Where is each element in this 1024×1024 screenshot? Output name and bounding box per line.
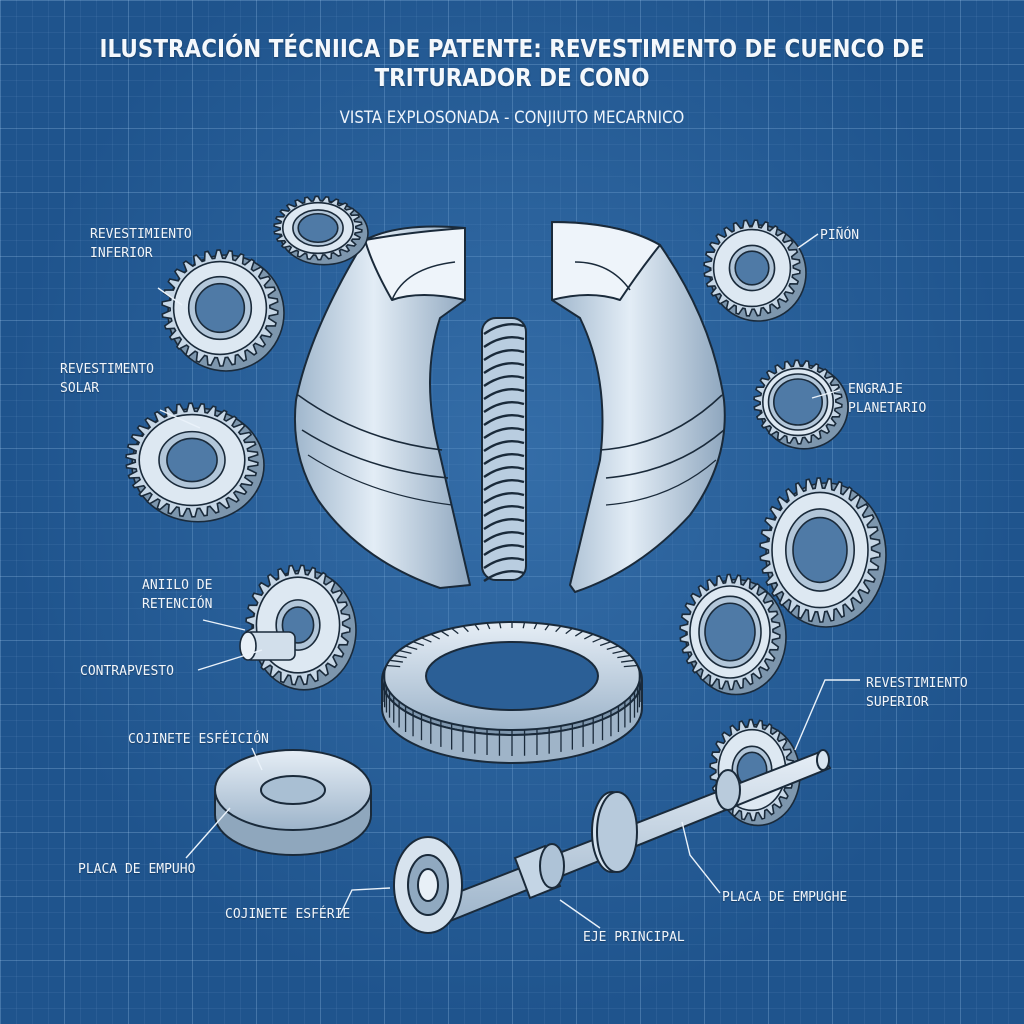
label-contrapvesto: CONTRAPVESTO (80, 664, 174, 679)
leader-engraje-planetario (811, 389, 841, 399)
label-eje-principal: EJE PRINCIPAL (583, 930, 685, 945)
leader-eje-principal (559, 899, 601, 929)
label-cojinete-esfeicion: COJINETE ESFÉICIÓN (128, 732, 269, 747)
leader-placa-empughe (681, 821, 721, 894)
label-engraje-planetario: ENGRAJE PLANETARIO (848, 382, 927, 416)
gear-large-right (759, 477, 887, 628)
ring-gear (381, 621, 643, 764)
label-anillo-retencion: ANIILO DE RETENCIÓN (142, 578, 213, 612)
label-pinon: PIÑÓN (820, 228, 860, 243)
leader-revestimiento-superior (794, 679, 860, 751)
gear-medium-right (679, 573, 787, 696)
bowl-liner-left-half (293, 225, 471, 589)
leader-cojinete-esfeicion (251, 747, 263, 771)
label-cojinete-esferie: COJINETE ESFÉRIE (225, 907, 351, 922)
leader-revestimiento-inferior (157, 287, 183, 306)
bowl-liner-right-half (551, 221, 726, 593)
label-placa-empughe: PLACA DE EMPUGHE (722, 890, 848, 905)
gear-engraje-planetario (753, 359, 849, 450)
gear-top-left (273, 195, 369, 266)
label-revestimiento-inferior: REVESTIMIENTO INFERIOR (90, 227, 192, 261)
label-placa-empuho: PLACA DE EMPUHO (78, 862, 196, 877)
leader-revestimento-solar (159, 409, 201, 429)
gear-pinon (703, 219, 807, 322)
leader-contrapvesto (197, 649, 263, 671)
label-revestimento-solar: REVESTIMENTO SOLAR (60, 362, 154, 396)
label-revestimiento-superior: REVESTIMIENTO SUPERIOR (866, 676, 968, 710)
gear-revestimiento-inferior (161, 249, 285, 372)
leader-anillo-retencion (202, 619, 246, 631)
spherical-bearing-disc (214, 749, 372, 856)
leader-pinon (797, 233, 819, 249)
page-title: ILUSTRACIÓN TÉCNIICA DE PATENTE: REVESTI… (99, 34, 925, 92)
leader-cojinete-esferie (339, 887, 391, 916)
leader-placa-empuho (185, 807, 231, 859)
gear-revestimento-solar (125, 402, 265, 523)
central-helical-shaft (481, 317, 527, 582)
leader-lines (157, 233, 860, 929)
gear-anillo-retencion (239, 564, 357, 691)
main-shaft-assembly (393, 749, 832, 934)
page-subtitle: VISTA EXPLOSONADA - CONJIUTO MECARNICO (339, 108, 685, 128)
